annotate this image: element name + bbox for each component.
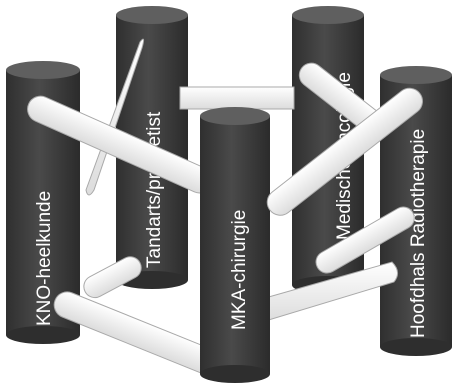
pillar-label-tandarts: Tandarts/prothetist — [144, 111, 165, 268]
rod-kno-tandarts — [83, 256, 142, 299]
rod-oncologie-radiotherapie-lower — [315, 206, 415, 274]
connector-rods-front — [266, 87, 423, 216]
rod-mka-radiotherapie-diagonal — [266, 87, 423, 216]
pillar-label-mka: MKA-chirurgie — [229, 210, 250, 330]
pillar-label-kno: KNO-heelkunde — [34, 191, 55, 326]
rod-tandarts-kno — [85, 38, 145, 196]
rod-mka-radiotherapie — [257, 261, 398, 323]
pillar-mka: MKA-chirurgie — [200, 107, 270, 383]
pillar-label-radiotherapie: Hoofdhals Radiotherapie — [408, 129, 429, 338]
connector-rods-middle — [27, 95, 415, 377]
rod-tandarts-oncologie — [179, 86, 295, 110]
